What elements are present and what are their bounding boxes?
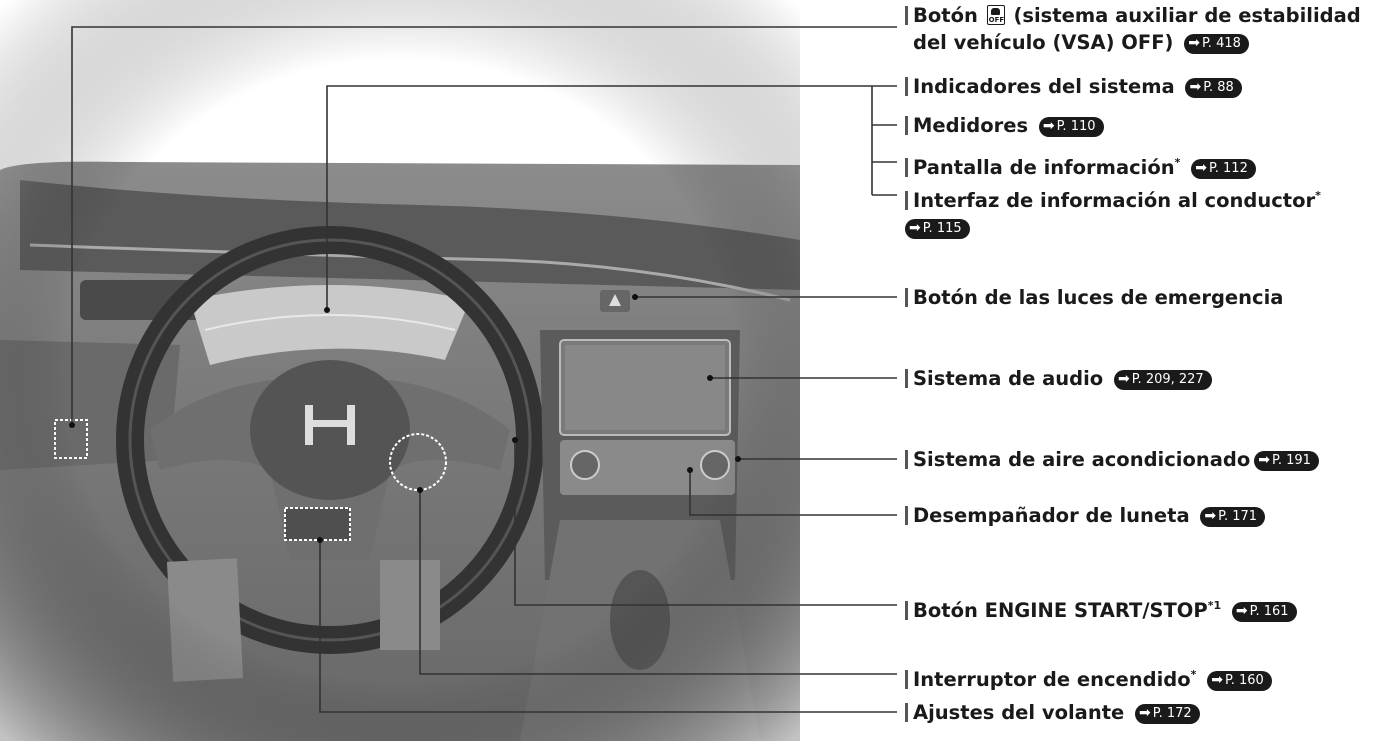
vertical-bar-icon [905, 450, 908, 469]
callout-text: Botón de las luces de emergencia [913, 286, 1284, 309]
footnote-mark: * [1174, 156, 1181, 169]
footnote-mark: * [1190, 668, 1197, 681]
page-ref-badge[interactable]: ➡P. 112 [1191, 158, 1256, 179]
page-ref-text: P. 209, 227 [1131, 372, 1204, 387]
vertical-bar-icon [905, 288, 908, 307]
page-ref-badge[interactable]: ➡P. 418 [1184, 33, 1249, 54]
arrow-right-icon: ➡ [1258, 452, 1271, 468]
callout-desempanador: Desempañador de luneta ➡P. 171 [905, 502, 1266, 529]
callout-interruptor: Interruptor de encendido* ➡P. 160 [905, 661, 1272, 693]
vertical-bar-icon [905, 601, 908, 620]
page-ref-badge[interactable]: ➡P. 161 [1231, 601, 1297, 622]
arrow-right-icon: ➡ [1189, 79, 1202, 95]
arrow-right-icon: ➡ [1235, 603, 1248, 619]
callout-indicadores: Indicadores del sistema ➡P. 88 [905, 73, 1242, 100]
callout-ajustes: Ajustes del volante ➡P. 172 [905, 699, 1200, 726]
callout-audio: Sistema de audio ➡P. 209, 227 [905, 365, 1212, 392]
vsa-off-icon: OFF [986, 5, 1005, 25]
page-ref-badge[interactable]: ➡P. 172 [1135, 703, 1200, 724]
vertical-bar-icon [905, 158, 908, 177]
page-ref-badge[interactable]: ➡P. 160 [1207, 670, 1272, 691]
callout-text: Medidores [913, 114, 1029, 137]
vertical-bar-icon [905, 6, 908, 25]
arrow-right-icon: ➡ [1211, 672, 1223, 688]
callout-text: Botón [913, 4, 978, 27]
page-ref-text: P. 112 [1208, 161, 1248, 176]
page-ref-text: P. 88 [1203, 80, 1234, 95]
page-ref-badge[interactable]: ➡P. 88 [1185, 77, 1242, 98]
vertical-bar-icon [905, 116, 908, 135]
page-ref-text: P. 172 [1152, 706, 1192, 721]
vertical-bar-icon [905, 369, 908, 388]
page-ref-text: P. 191 [1272, 453, 1311, 468]
callout-text: Indicadores del sistema [913, 75, 1175, 98]
page-ref-badge[interactable]: ➡P. 209, 227 [1114, 369, 1212, 390]
vertical-bar-icon [905, 191, 908, 210]
arrow-right-icon: ➡ [1118, 371, 1130, 387]
callout-text: Ajustes del volante [913, 701, 1125, 724]
page-ref-text: P. 110 [1056, 119, 1096, 134]
callout-text: del vehículo (VSA) OFF) [913, 31, 1174, 54]
callout-interfaz: Interfaz de información al conductor* ➡P… [905, 182, 1321, 241]
callout-text: Sistema de audio [913, 367, 1104, 390]
page-ref-badge[interactable]: ➡P. 110 [1038, 116, 1104, 137]
dashboard-photo [0, 0, 800, 741]
vertical-bar-icon [905, 703, 908, 722]
page-ref-text: P. 115 [922, 221, 962, 236]
page-ref-text: P. 418 [1201, 36, 1241, 51]
callout-text: Pantalla de información [913, 156, 1175, 179]
vertical-bar-icon [905, 506, 908, 525]
arrow-right-icon: ➡ [1042, 118, 1055, 134]
page-ref-badge[interactable]: ➡P. 115 [905, 218, 970, 239]
callout-luces: Botón de las luces de emergencia [905, 284, 1283, 311]
page-ref-text: P. 171 [1218, 509, 1258, 524]
arrow-right-icon: ➡ [1204, 508, 1217, 524]
callout-text: Desempañador de luneta [913, 504, 1190, 527]
callout-text: Sistema de aire acondicionado [913, 448, 1251, 471]
footnote-mark: * [1315, 189, 1321, 202]
callout-medidores: Medidores ➡P. 110 [905, 112, 1104, 139]
arrow-right-icon: ➡ [909, 220, 921, 236]
arrow-right-icon: ➡ [1195, 160, 1207, 176]
page-ref-badge[interactable]: ➡P. 171 [1200, 506, 1266, 527]
callout-text: Botón ENGINE START/STOP [913, 599, 1208, 622]
vertical-bar-icon [905, 77, 908, 96]
callout-text: (sistema auxiliar de estabilidad [1013, 4, 1361, 27]
page-ref-text: P. 161 [1249, 604, 1289, 619]
arrow-right-icon: ➡ [1188, 35, 1200, 51]
callout-text: Interfaz de información al conductor [913, 189, 1316, 212]
callout-aire: Sistema de aire acondicionado➡P. 191 [905, 446, 1319, 473]
callout-pantalla: Pantalla de información* ➡P. 112 [905, 149, 1256, 181]
callout-engine: Botón ENGINE START/STOP*1 ➡P. 161 [905, 592, 1297, 624]
page-ref-text: P. 160 [1224, 673, 1264, 688]
footnote-mark: *1 [1207, 599, 1222, 612]
arrow-right-icon: ➡ [1139, 705, 1151, 721]
callout-vsa: Botón OFF (sistema auxiliar de estabilid… [905, 2, 1361, 56]
callout-text: Interruptor de encendido [913, 668, 1191, 691]
page-ref-badge[interactable]: ➡P. 191 [1254, 450, 1319, 471]
vertical-bar-icon [905, 670, 908, 689]
